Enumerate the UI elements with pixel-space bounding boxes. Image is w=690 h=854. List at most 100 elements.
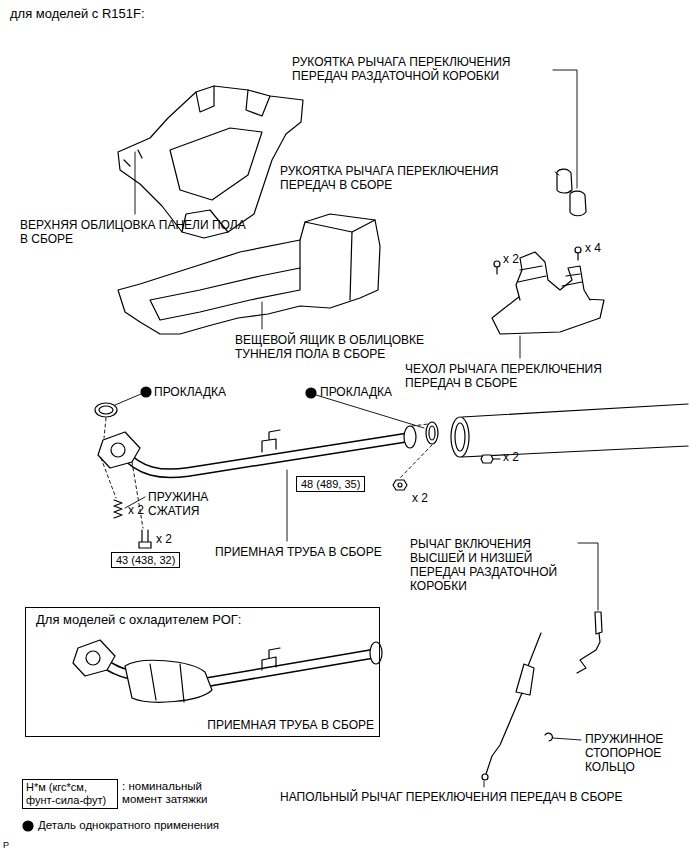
part-name: ВЕРХНЯЯ ОБЛИЦОВКА ПАНЕЛИ ПОЛА В СБОРЕ: [20, 218, 250, 246]
part-name: ПРИЕМНАЯ ТРУБА В СБОРЕ: [207, 718, 374, 732]
page-mark: P: [3, 840, 9, 850]
shift-knob-drawing: [557, 169, 586, 216]
variant-frame: Для моделей с охладителем РОГ:ПРИЕМНАЯ Т…: [25, 607, 380, 737]
part-name: ВЕЩЕВОЙ ЯЩИК В ОБЛИЦОВКЕ ТУННЕЛЯ ПОЛА В …: [235, 333, 467, 361]
lever-drawing: [528, 633, 541, 666]
exhaust-tube-drawing: [451, 404, 688, 463]
leader-line: [484, 781, 485, 787]
converter-pipe-drawing: [208, 654, 372, 682]
floor-panel-drawing: [246, 90, 270, 116]
legend-torque-box: Н*м (кгс*см, фунт-сила-фут): [22, 779, 118, 809]
shift-boot-drawing: [577, 253, 578, 260]
console-box-drawing: [350, 232, 352, 300]
front-pipe-drawing: [122, 438, 404, 473]
floor-panel-drawing: [118, 86, 303, 238]
fastener-drawing: [398, 483, 402, 487]
part-name: РЫЧАГ ВКЛЮЧЕНИЯ ВЫСШЕЙ И НИЗШЕЙ ПЕРЕДАЧ …: [410, 537, 578, 593]
lever-drawing: [486, 693, 522, 774]
assembly-line: [132, 462, 143, 528]
console-box-drawing: [299, 240, 300, 268]
floor-panel-drawing: [124, 150, 142, 166]
assembly-line: [101, 418, 432, 528]
leader-line: [287, 470, 288, 541]
leader-line: [135, 152, 136, 214]
exhaust-tube-drawing: [451, 417, 469, 457]
quantity: x 2: [503, 252, 519, 266]
leader-line: [553, 738, 581, 740]
part-name: ПРОКЛАДКА: [320, 385, 392, 399]
front-pipe-drawing: [404, 426, 416, 448]
part-name: РУКОЯТКА РЫЧАГА ПЕРЕКЛЮЧЕНИЯ ПЕРЕДАЧ РАЗ…: [292, 55, 550, 83]
lever-drawing: [482, 774, 488, 780]
converter-pipe-drawing: [73, 640, 115, 676]
shift-boot-drawing: [496, 267, 497, 274]
legend-text: : номинальный момент затяжки: [122, 780, 234, 806]
legend-text: Деталь однократного применения: [38, 819, 219, 832]
front-pipe-drawing: [111, 443, 125, 457]
converter-pipe-drawing: [262, 648, 280, 670]
exhaust-tube-drawing: [455, 423, 465, 451]
torque-box: 43 (438, 32): [111, 552, 180, 568]
assembly-line: [400, 445, 432, 478]
gasket-drawing: [141, 387, 151, 397]
torque-value: 43 (438, 32): [116, 554, 175, 566]
converter-pipe-drawing: [208, 654, 372, 682]
fastener-drawing: [139, 542, 151, 548]
assembly-line: [101, 458, 116, 498]
converter-pipe-drawing: [73, 640, 382, 702]
quantity: x 2: [412, 491, 428, 505]
quantity: x 2: [156, 532, 172, 546]
part-name: ЧЕХОЛ РЫЧАГА ПЕРЕКЛЮЧЕНИЯ ПЕРЕДАЧ В СБОР…: [405, 362, 643, 390]
fastener-drawing: [393, 480, 407, 490]
leader-line: [555, 172, 559, 175]
unit-text: Н*м (кгс*см, фунт-сила-фут): [26, 781, 106, 806]
front-pipe-drawing: [98, 426, 416, 473]
lever-drawing: [482, 612, 602, 780]
quantity: x 4: [585, 241, 601, 255]
leader-line: [578, 543, 598, 610]
exhaust-tube-drawing: [493, 458, 500, 459]
part-name: ПРИЕМНАЯ ТРУБА В СБОРЕ: [215, 545, 382, 559]
fastener-drawing: [114, 500, 122, 518]
gasket-drawing: [306, 388, 316, 398]
console-box-drawing: [305, 220, 375, 232]
legend-dot: [23, 821, 33, 831]
page-title: для моделей с R151F:: [10, 6, 145, 21]
floor-panel-drawing: [170, 128, 262, 200]
legend-dot: [23, 821, 33, 831]
shift-boot-drawing: [492, 247, 604, 334]
shift-knob-drawing: [557, 169, 572, 193]
converter-pipe-drawing: [125, 660, 212, 702]
part-name: РУКОЯТКА РЫЧАГА ПЕРЕКЛЮЧЕНИЯ ПЕРЕДАЧ В С…: [280, 164, 548, 192]
exhaust-tube-drawing: [462, 404, 688, 457]
converter-pipe-drawing: [150, 664, 184, 702]
gasket-drawing: [95, 403, 117, 417]
fastener-drawing: [142, 530, 148, 542]
console-box-drawing: [150, 268, 300, 320]
shift-boot-drawing: [575, 247, 581, 253]
shift-boot-drawing: [516, 252, 590, 300]
torque-box: 48 (489, 35): [296, 476, 365, 492]
quantity: x 2: [128, 503, 144, 517]
leader-line: [520, 336, 521, 358]
leader-line: [115, 394, 141, 405]
lever-drawing: [577, 633, 600, 673]
shift-knob-drawing: [570, 191, 586, 216]
assembly-line: [104, 418, 106, 438]
lever-drawing: [516, 664, 534, 695]
gasket-drawing: [99, 406, 113, 414]
gasket-drawing: [429, 426, 435, 440]
leader-line: [553, 70, 577, 188]
floor-panel-drawing: [196, 86, 214, 112]
torque-value: 48 (489, 35): [301, 478, 360, 490]
converter-pipe-drawing: [86, 651, 100, 665]
floor-panel-drawing: [118, 86, 303, 238]
leader-line: [262, 302, 263, 329]
front-pipe-drawing: [262, 430, 280, 452]
exhaust-tube-drawing: [481, 455, 493, 463]
part-name: НАПОЛЬНЫЙ РЫЧАГ ПЕРЕКЛЮЧЕНИЯ ПЕРЕДАЧ В С…: [280, 790, 625, 804]
shift-boot-drawing: [494, 261, 500, 267]
leader-line: [316, 395, 424, 428]
shift-boot-drawing: [492, 296, 604, 334]
quantity: x 2: [503, 450, 519, 464]
